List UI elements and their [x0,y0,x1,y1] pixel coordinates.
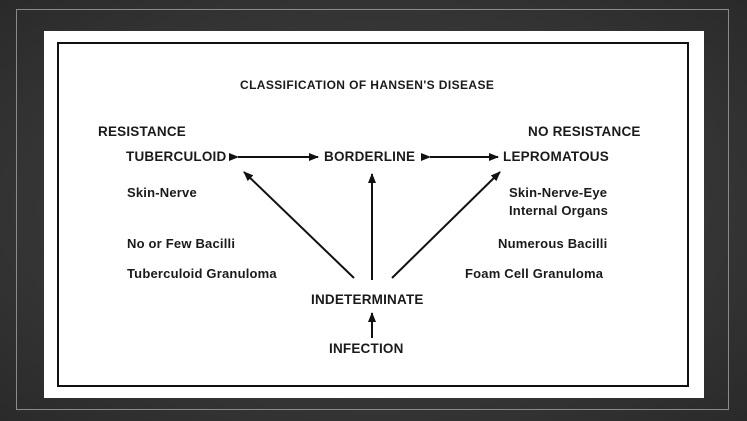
resistance-label: RESISTANCE [98,124,187,139]
no-resistance-label: NO RESISTANCE [528,124,641,139]
node-infection: INFECTION [329,341,404,356]
node-borderline: BORDERLINE [324,149,416,164]
slide-frame [16,9,729,410]
diagram-title: CLASSIFICATION OF HANSEN'S DISEASE [240,78,495,92]
lepromatous-granuloma: Foam Cell Granuloma [465,266,604,281]
lepromatous-bacilli: Numerous Bacilli [498,236,608,251]
tuberculoid-involvement: Skin-Nerve [127,185,197,200]
node-lepromatous: LEPROMATOUS [503,149,609,164]
node-indeterminate: INDETERMINATE [311,292,424,307]
tuberculoid-bacilli: No or Few Bacilli [127,236,236,251]
lepromatous-involvement-line1: Skin-Nerve-Eye [509,185,608,200]
diagram-border [57,42,689,387]
tuberculoid-granuloma: Tuberculoid Granuloma [127,266,277,281]
diagram-paper [44,31,704,398]
lepromatous-involvement-line2: Internal Organs [509,203,609,218]
node-tuberculoid: TUBERCULOID [126,149,227,164]
